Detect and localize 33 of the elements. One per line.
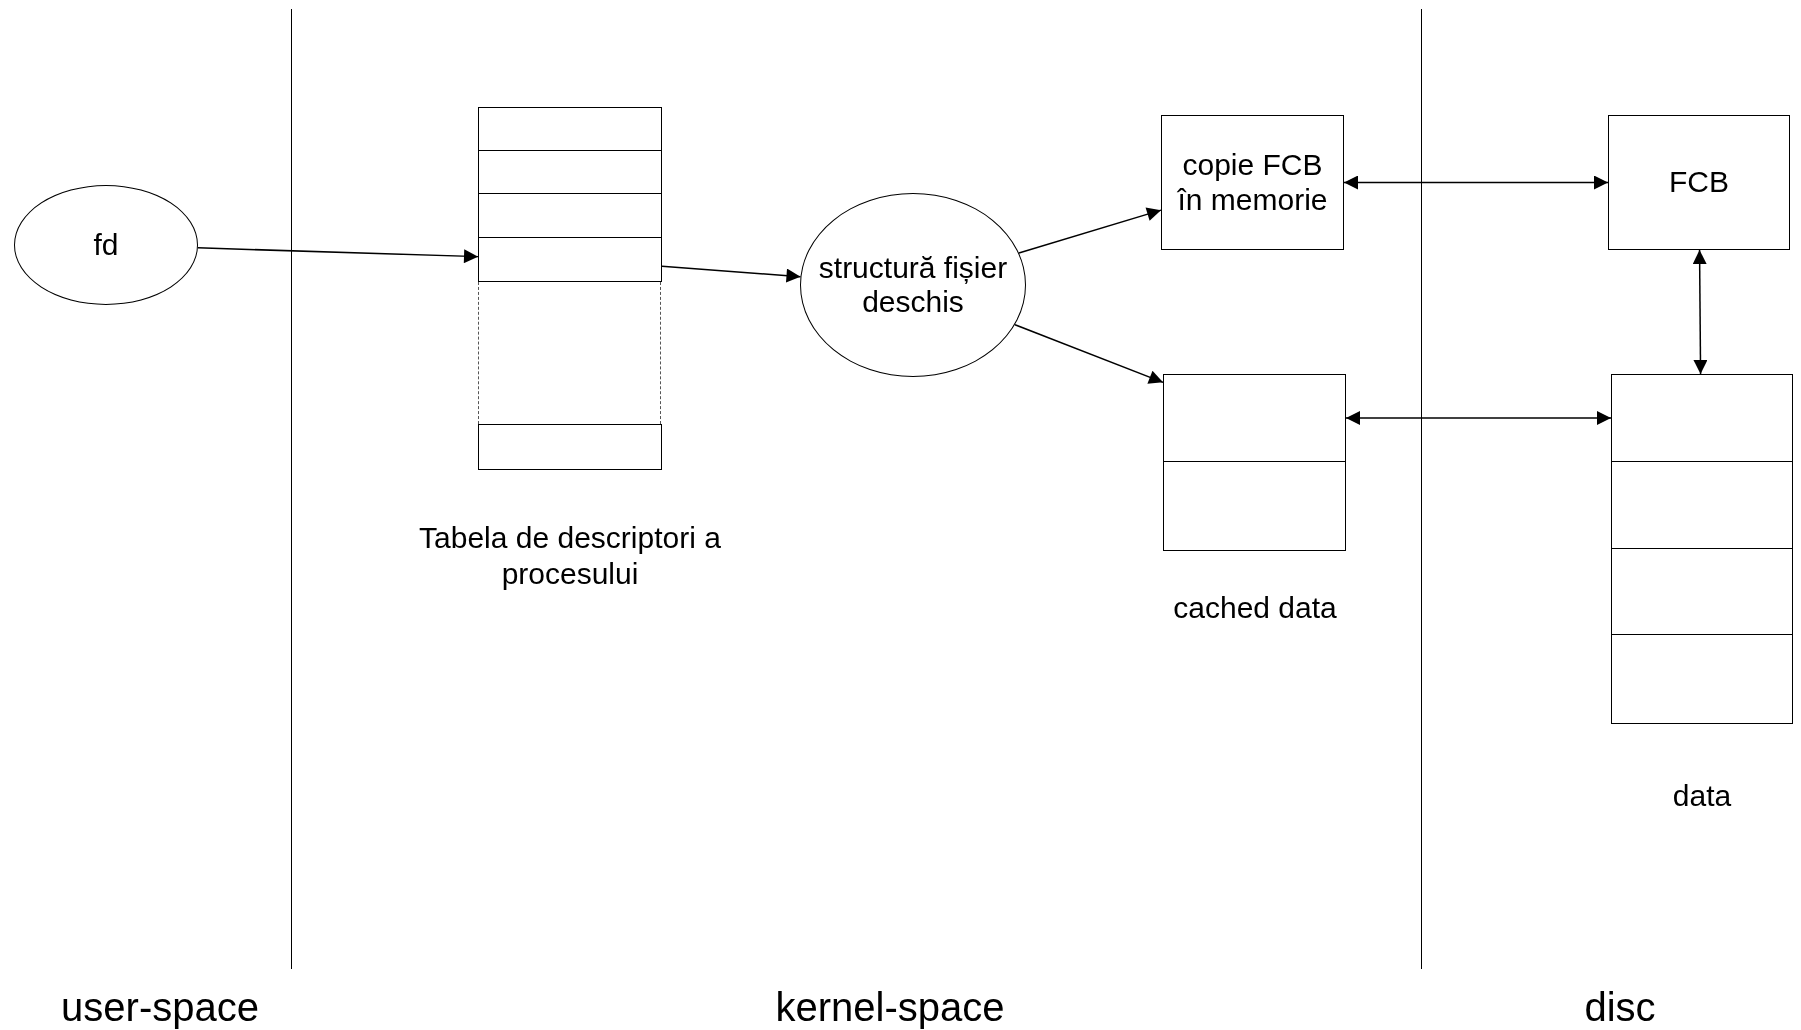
region-label: user-space [60,985,260,1030]
table-label: Tabela de descriptori a procesului [418,520,722,592]
region-label: kernel-space [774,985,1006,1030]
node-label: fd [92,227,120,263]
table-row [478,237,662,282]
table-row [478,107,662,151]
node-label: FCB [1668,165,1730,200]
node-label: structură fișier deschis [817,250,1009,320]
table-row [478,424,662,470]
stacked-table [1611,374,1793,724]
region-label: disc [1583,985,1657,1030]
rectangle-node [1161,115,1344,250]
stacked-table [478,107,662,470]
node-label: copie FCB în memorie [1176,148,1329,217]
arrow [197,247,479,264]
table-label: cached data [1172,590,1338,626]
table-row [478,193,662,238]
arrow [1018,207,1162,254]
table-label: data [1671,778,1733,814]
table-row [1163,374,1346,462]
table-row [1163,461,1346,551]
arrow [1014,323,1164,384]
arrow [1692,249,1708,375]
arrow [1345,411,1612,425]
table-row [1611,634,1793,724]
stacked-table [1163,374,1346,551]
arrow [661,265,802,283]
table-row [1611,548,1793,635]
arrow [1343,175,1609,190]
table-row [1611,461,1793,549]
table-row [478,150,662,194]
table-row [1611,374,1793,462]
rectangle-node [1608,115,1790,250]
